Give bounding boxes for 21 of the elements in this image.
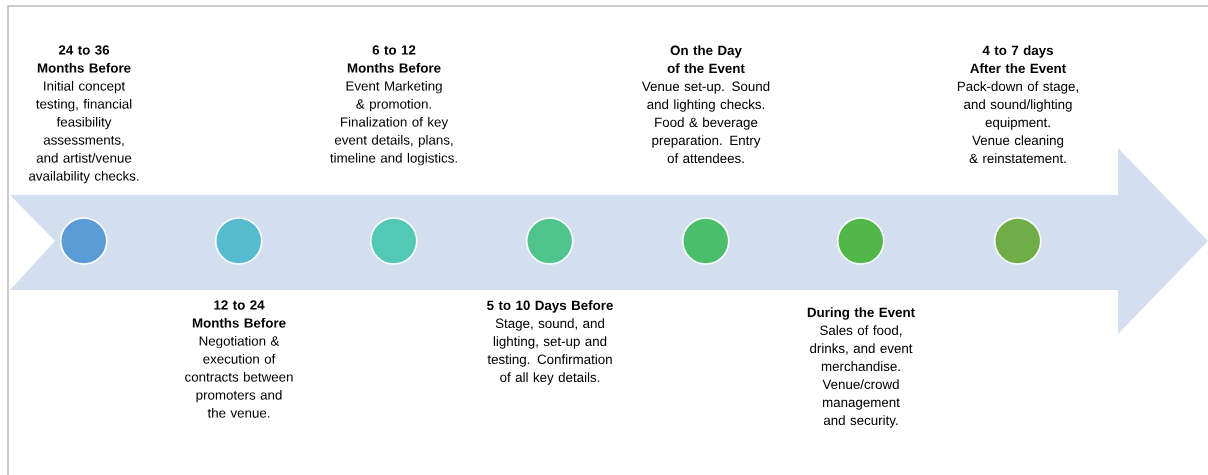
milestone-heading: 6 to 12 Months Before <box>347 45 441 73</box>
milestone-description: Venue set-up. Sound and lighting checks. Food & beverage preparation. Entry of attendees. <box>641 81 770 164</box>
milestone-circle <box>59 217 108 265</box>
milestone-description: Negotiation & execution of contracts between promoters and the venue. <box>185 335 293 418</box>
milestone-heading: 5 to 10 Days Before <box>487 300 613 313</box>
milestone-heading: 12 to 24 Months Before <box>192 300 286 328</box>
milestone-heading: 24 to 36 Months Before <box>37 45 131 73</box>
milestone-description: Initial concept testing, financial feasibility assessments, and artist/venue availability checks. <box>29 80 139 184</box>
milestone-description: Pack-down of stage, and sound/lighting equipment. Venue cleaning & reinstatement. <box>957 81 1078 164</box>
milestone-circle <box>214 217 263 265</box>
milestone-heading: On the Day of the Event <box>667 45 745 74</box>
milestone-circle <box>525 217 574 265</box>
milestone-circle <box>993 217 1042 265</box>
milestone-circle <box>369 217 418 265</box>
milestone-heading: 4 to 7 days After the Event <box>970 45 1066 74</box>
milestone-heading: During the Event <box>807 307 915 320</box>
milestone-description: Stage, sound, and lighting, set-up and testing. Confirmation of all key details. <box>487 318 612 385</box>
milestone-description: Event Marketing & promotion. Finalization of key event details, plans, timeline and logistics. <box>330 80 457 166</box>
milestone-circle <box>836 217 885 265</box>
milestone-description: Sales of food, drinks, and event merchandise. Venue/crowd management and security. <box>810 325 913 428</box>
milestone-circle <box>681 217 730 265</box>
